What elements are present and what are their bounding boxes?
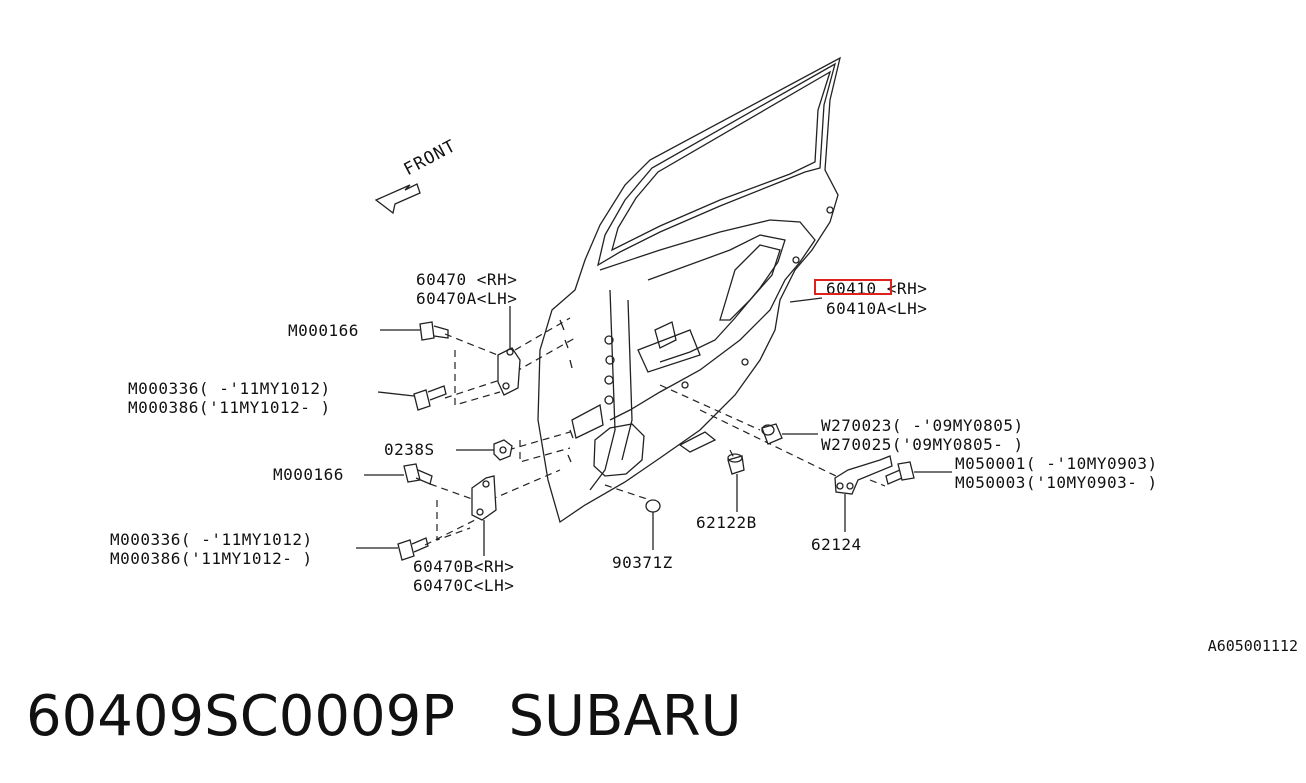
callout-upper-hinge-lh: 60470A<LH> (416, 289, 518, 308)
checker-icon (834, 455, 893, 495)
callout-checker: 62124 (811, 535, 862, 554)
leader-lines (356, 297, 952, 556)
callout-grommet: 62122B (696, 513, 757, 532)
bumper-icon (761, 423, 783, 445)
callout-upper-hinge-rh: 60470 <RH> (416, 270, 518, 289)
brand-name: SUBARU (508, 684, 742, 749)
callout-bolt-lower-2-b: M000386('11MY1012- ) (110, 549, 313, 568)
callout-bolt-lower-2-a: M000336( -'11MY1012) (110, 530, 313, 549)
upper-hinge-icon (497, 347, 521, 396)
front-arrow-icon (374, 183, 421, 215)
callout-checker-bolt-b: M050003('10MY0903- ) (955, 473, 1158, 492)
callout-door-panel-lh[interactable]: 60410A<LH> (826, 299, 928, 318)
bolt-upper-2-icon (413, 385, 447, 411)
nut-icon (493, 439, 513, 461)
callout-bumper-b: W270025('09MY0805- ) (821, 435, 1024, 454)
grommet-icon (727, 453, 745, 475)
assembly-lines (424, 317, 886, 546)
callout-bolt-upper-2-b: M000386('11MY1012- ) (128, 398, 331, 417)
drawing-code: A605001112 (1207, 637, 1298, 655)
highlight-box (814, 279, 892, 295)
callout-bumper-a: W270023( -'09MY0805) (821, 416, 1024, 435)
callout-plug: 90371Z (612, 553, 673, 572)
lower-hinge-icon (471, 475, 497, 521)
checker-bolt-icon (885, 461, 915, 485)
callout-bolt-upper: M000166 (288, 321, 359, 340)
callout-checker-bolt-a: M050001( -'10MY0903) (955, 454, 1158, 473)
door-panel-drawing (537, 56, 841, 524)
callout-lower-hinge-lh: 60470C<LH> (413, 576, 515, 595)
bolt-lower-2-icon (397, 537, 429, 561)
callout-nut: 0238S (384, 440, 435, 459)
bolt-lower-icon (403, 463, 433, 485)
callout-lower-hinge-rh: 60470B<RH> (413, 557, 515, 576)
callout-bolt-lower: M000166 (273, 465, 344, 484)
callout-bolt-upper-2-a: M000336( -'11MY1012) (128, 379, 331, 398)
part-number: 60409SC0009P (26, 684, 456, 749)
footer-title: 60409SC0009P SUBARU (26, 684, 742, 749)
plug-icon (645, 499, 661, 513)
bolt-upper-icon (419, 321, 449, 341)
